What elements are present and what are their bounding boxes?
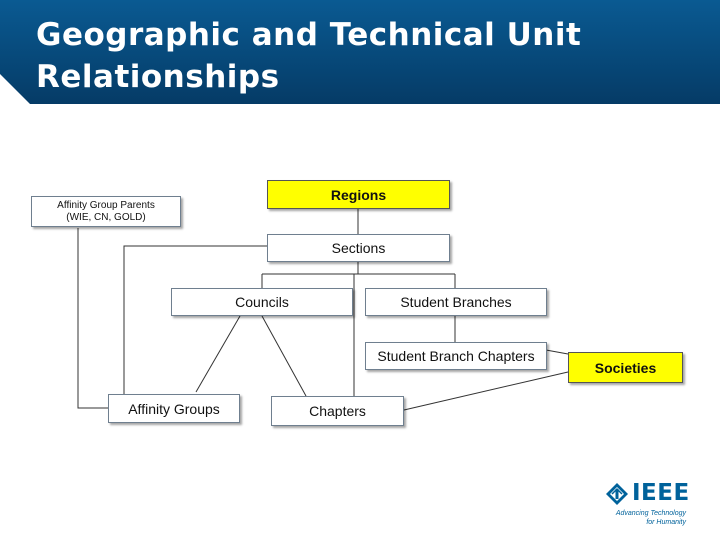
line-councils-chapters — [261, 315, 307, 397]
node-student-branch-chapters: Student Branch Chapters — [365, 342, 547, 370]
parents-label-line1: Affinity Group Parents — [57, 199, 155, 211]
node-sections: Sections — [267, 234, 450, 262]
node-affinity-groups: Affinity Groups — [108, 394, 240, 423]
line-sections-affinity — [123, 245, 268, 394]
line-societies-chapters — [403, 371, 569, 411]
node-societies: Societies — [568, 352, 683, 383]
parents-label-line2: (WIE, CN, GOLD) — [66, 211, 146, 223]
ieee-diamond-icon — [606, 483, 628, 505]
node-chapters: Chapters — [271, 396, 404, 426]
logo-tagline: Advancing Technology for Humanity — [606, 509, 686, 527]
node-regions: Regions — [267, 180, 450, 209]
node-councils: Councils — [171, 288, 353, 316]
slide-title: Geographic and Technical Unit Relationsh… — [36, 17, 582, 95]
title-bar — [0, 0, 720, 104]
tagline-line2: for Humanity — [646, 519, 686, 526]
tagline-line1: Advancing Technology — [615, 510, 686, 517]
line-councils-affinity — [195, 315, 241, 393]
line-societies-branch-chapters — [545, 349, 569, 355]
line-parents-affinity — [77, 228, 108, 409]
logo-wordmark: IEEE — [632, 480, 690, 506]
node-affinity-group-parents: Affinity Group Parents (WIE, CN, GOLD) — [31, 196, 181, 227]
ieee-logo: IEEE Advancing Technology for Humanity — [606, 480, 696, 530]
node-student-branches: Student Branches — [365, 288, 547, 316]
